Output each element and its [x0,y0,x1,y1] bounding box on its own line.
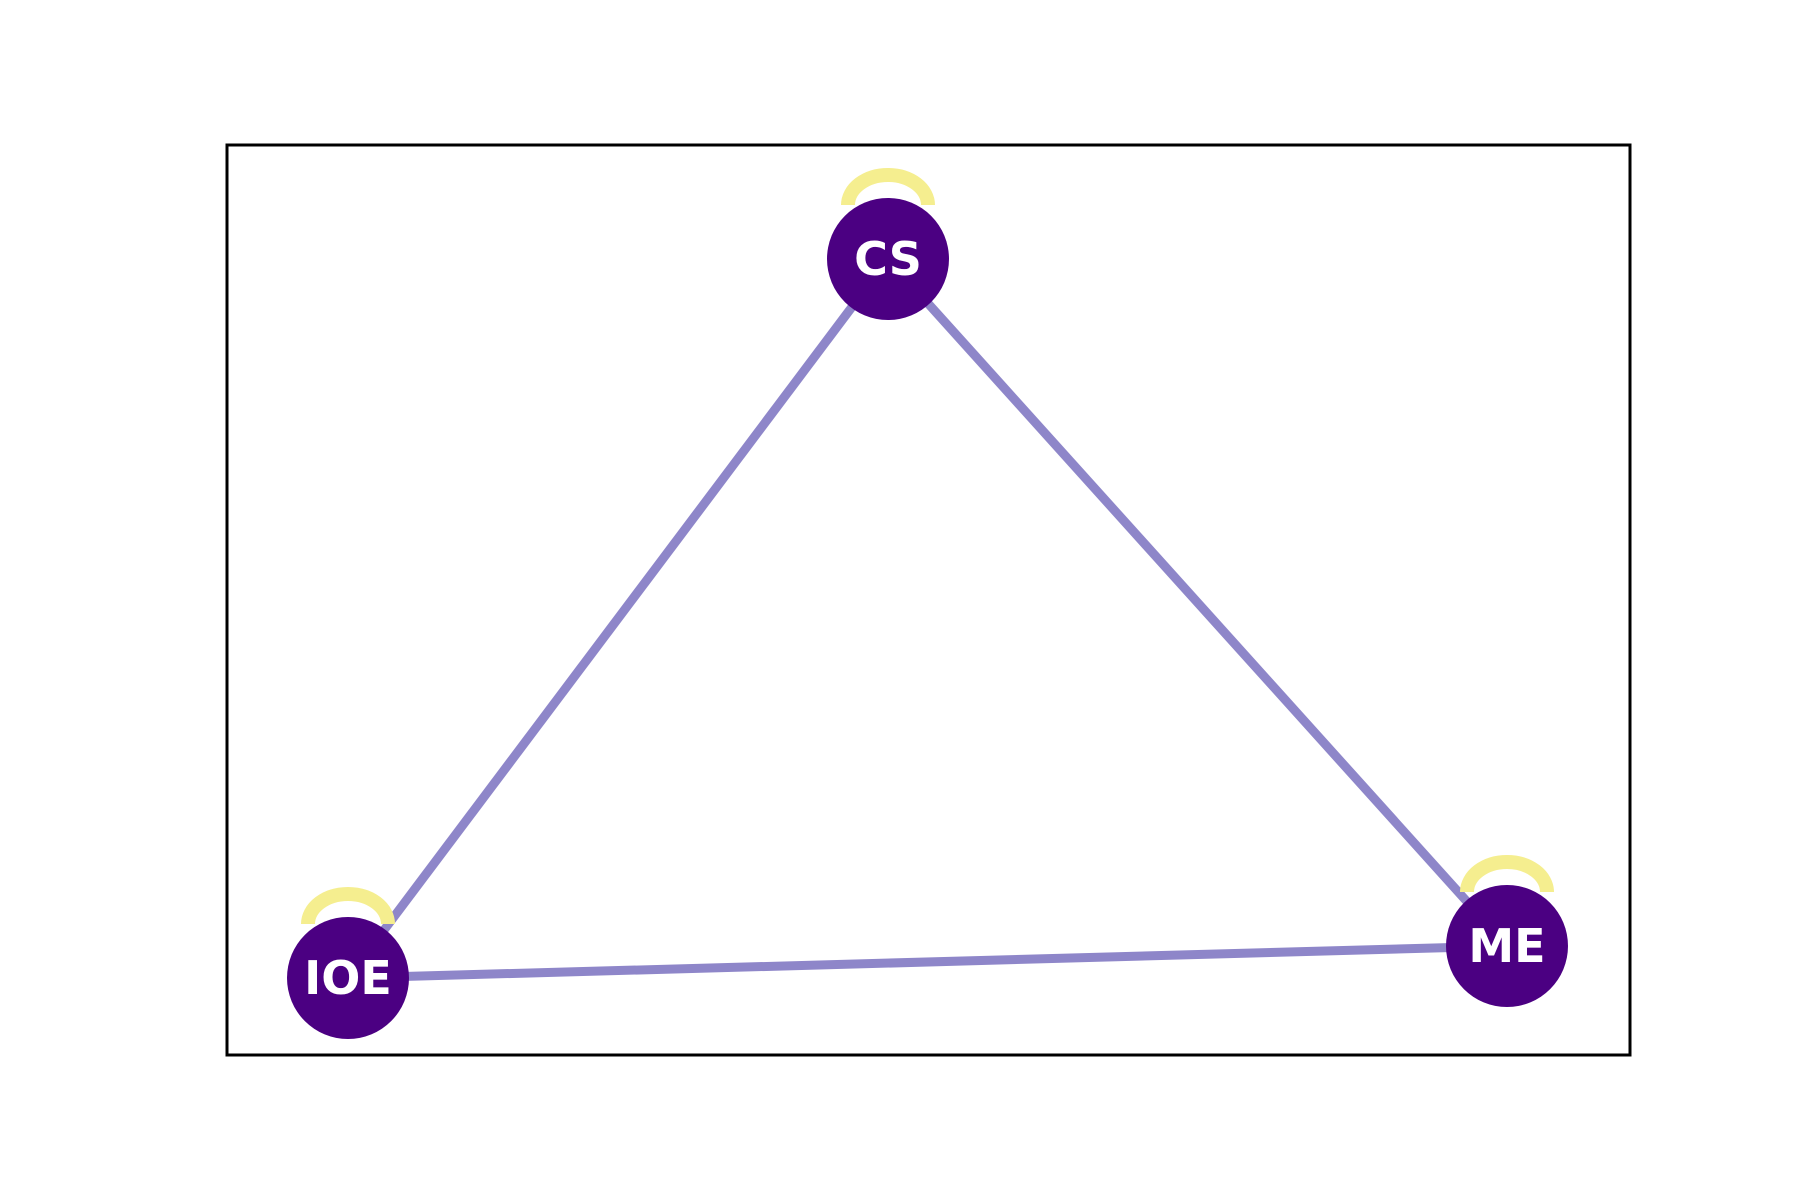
self-loop-cs [841,168,935,206]
node-circle-me [1446,885,1568,1007]
edge-cs-me [884,255,1511,950]
edge-ioe-me [347,941,1508,983]
nodes-layer: CS IOE ME [287,198,1568,1039]
node-label-ioe: IOE [304,951,392,1005]
self-loop-me [1460,855,1554,893]
plot-frame [225,143,1632,1057]
edge-cs-ioe [344,256,892,981]
node-label-me: ME [1468,919,1545,973]
edges-layer [344,255,1511,983]
self-loops-layer [301,168,1554,925]
node-label-cs: CS [854,232,922,286]
node-ioe: IOE [287,917,409,1039]
node-circle-cs [827,198,949,320]
self-loop-ioe [301,887,395,925]
node-circle-ioe [287,917,409,1039]
node-me: ME [1446,885,1568,1007]
node-cs: CS [827,198,949,320]
